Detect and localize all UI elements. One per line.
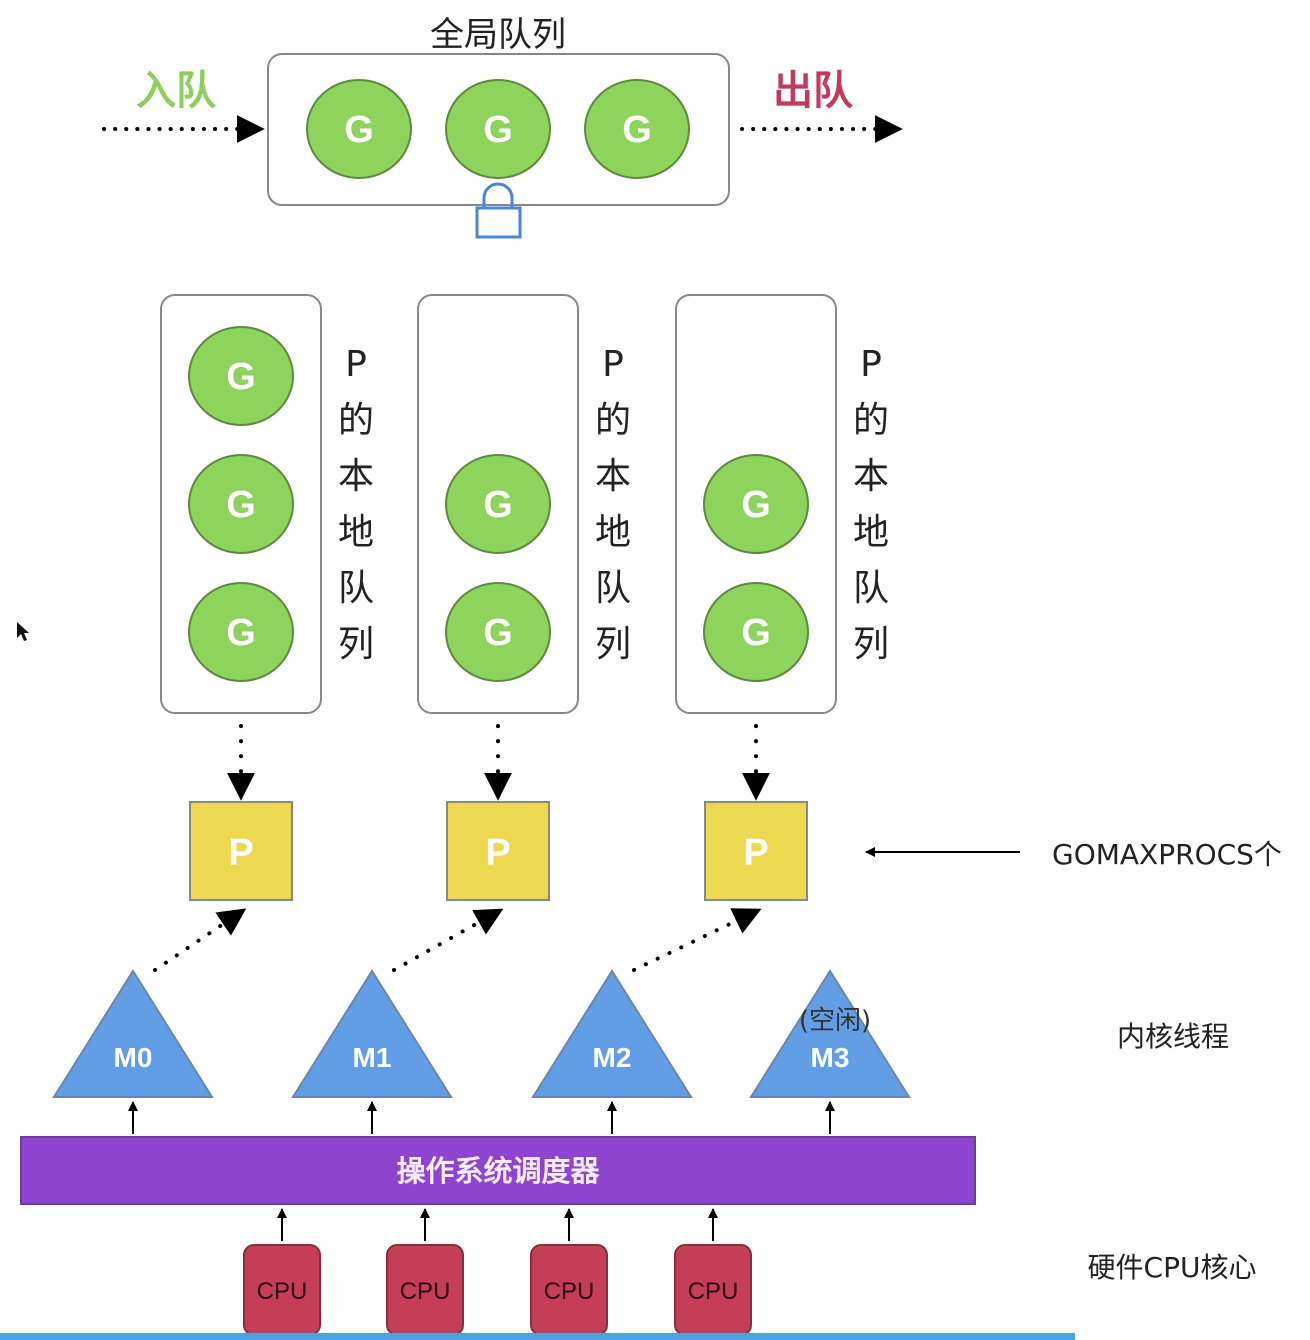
processor-box (704, 801, 808, 901)
local-queue-label-char: 列 (595, 624, 631, 665)
cpu-label: CPU (544, 1278, 595, 1305)
progress-bar (0, 1333, 1075, 1340)
goroutine: G (306, 79, 412, 179)
goroutine: G (188, 326, 294, 426)
goroutine-circle (445, 79, 551, 179)
processor-1: P (446, 801, 550, 901)
local-queue-label-char: 的 (853, 400, 889, 441)
cpu-label: CPU (257, 1278, 308, 1305)
goroutine: G (445, 454, 551, 554)
processor-label: P (228, 832, 253, 874)
local-queue-label-char: 地 (338, 512, 374, 553)
goroutine-label: G (622, 109, 652, 151)
machine-triangle (291, 969, 453, 1098)
local-queue-label-char: 的 (338, 400, 374, 441)
goroutine: G (445, 582, 551, 682)
machine-label: M3 (811, 1042, 850, 1073)
local-queue-label-char: 队 (595, 568, 631, 609)
local-queue-label-char: 列 (338, 624, 374, 665)
machine-label: M0 (114, 1042, 153, 1073)
goroutine-circle (188, 582, 294, 682)
machine-m0: M0 (52, 908, 247, 1134)
os-scheduler-bar (20, 1136, 976, 1205)
machine-m2: M2 (531, 908, 762, 1134)
machine-label: M2 (593, 1042, 632, 1073)
cpu-core-3: CPU (674, 1208, 752, 1336)
m-to-p-arrow (392, 908, 504, 972)
local-queue-label-char: 队 (338, 568, 374, 609)
goroutine-label: G (483, 484, 513, 526)
cpu-label: CPU (688, 1278, 739, 1305)
local-queue-label-char: P (345, 344, 367, 385)
cpu-core-2: CPU (530, 1208, 608, 1336)
goroutine-label: G (741, 612, 771, 654)
processor-box (446, 801, 550, 901)
goroutine: G (703, 582, 809, 682)
goroutine-label: G (344, 109, 374, 151)
goroutine-label: G (226, 356, 256, 398)
lock-icon (475, 182, 522, 239)
local-queue-label-char: P (602, 344, 624, 385)
enqueue-label: 入队 (136, 68, 217, 114)
machine-label: M1 (353, 1042, 392, 1073)
gomaxprocs-label: GOMAXPROCS个 (1052, 838, 1282, 871)
global-queue: 全局队列 G G G 入队 出队 (102, 15, 903, 239)
goroutine-label: G (741, 484, 771, 526)
local-queue-label-char: 本 (338, 456, 374, 497)
machine-m3: M3 (空闲) (749, 969, 911, 1134)
goroutine: G (703, 454, 809, 554)
goroutine: G (188, 454, 294, 554)
machine-triangle (52, 969, 214, 1098)
machine-idle-note: (空闲) (799, 1006, 871, 1036)
local-queue-label-char: 队 (853, 568, 889, 609)
goroutine-label: G (483, 612, 513, 654)
local-queue-label-char: 的 (595, 400, 631, 441)
processor-0: P (189, 801, 293, 901)
m-to-p-arrow (153, 908, 247, 972)
local-queue-label-char: 列 (853, 624, 889, 665)
local-queue-label-char: 本 (853, 456, 889, 497)
machine-triangle (749, 969, 911, 1098)
global-queue-title: 全局队列 (430, 15, 566, 55)
processor-label: P (485, 832, 510, 874)
local-queue-label-char: 本 (595, 456, 631, 497)
machine-m1: M1 (291, 908, 504, 1134)
local-queue-label-char: 地 (595, 512, 631, 553)
processor-2: P (704, 801, 808, 901)
goroutine-circle (445, 454, 551, 554)
processor-box (189, 801, 293, 901)
goroutine-circle (445, 582, 551, 682)
goroutine-label: G (226, 612, 256, 654)
goroutine: G (445, 79, 551, 179)
goroutine-label: G (483, 109, 513, 151)
goroutine-circle (188, 326, 294, 426)
hardware-cpu-label: 硬件CPU核心 (1088, 1251, 1257, 1284)
goroutine-label: G (226, 484, 256, 526)
goroutine-circle (703, 454, 809, 554)
mouse-cursor-icon (17, 622, 29, 641)
goroutine-circle (703, 582, 809, 682)
processor-label: P (743, 832, 768, 874)
local-queue-label-char: P (860, 344, 882, 385)
dequeue-label: 出队 (773, 68, 854, 114)
m-to-p-arrow (632, 908, 762, 972)
os-scheduler-label: 操作系统调度器 (396, 1154, 600, 1188)
cpu-label: CPU (400, 1278, 451, 1305)
kernel-thread-label: 内核线程 (1117, 1020, 1229, 1053)
goroutine: G (584, 79, 690, 179)
machine-triangle (531, 969, 693, 1098)
goroutine-circle (306, 79, 412, 179)
goroutine: G (188, 582, 294, 682)
cpu-core-0: CPU (243, 1208, 321, 1336)
goroutine-circle (584, 79, 690, 179)
local-queue-label-char: 地 (853, 512, 889, 553)
cpu-core-1: CPU (386, 1208, 464, 1336)
goroutine-circle (188, 454, 294, 554)
os-scheduler: 操作系统调度器 (20, 1136, 976, 1205)
